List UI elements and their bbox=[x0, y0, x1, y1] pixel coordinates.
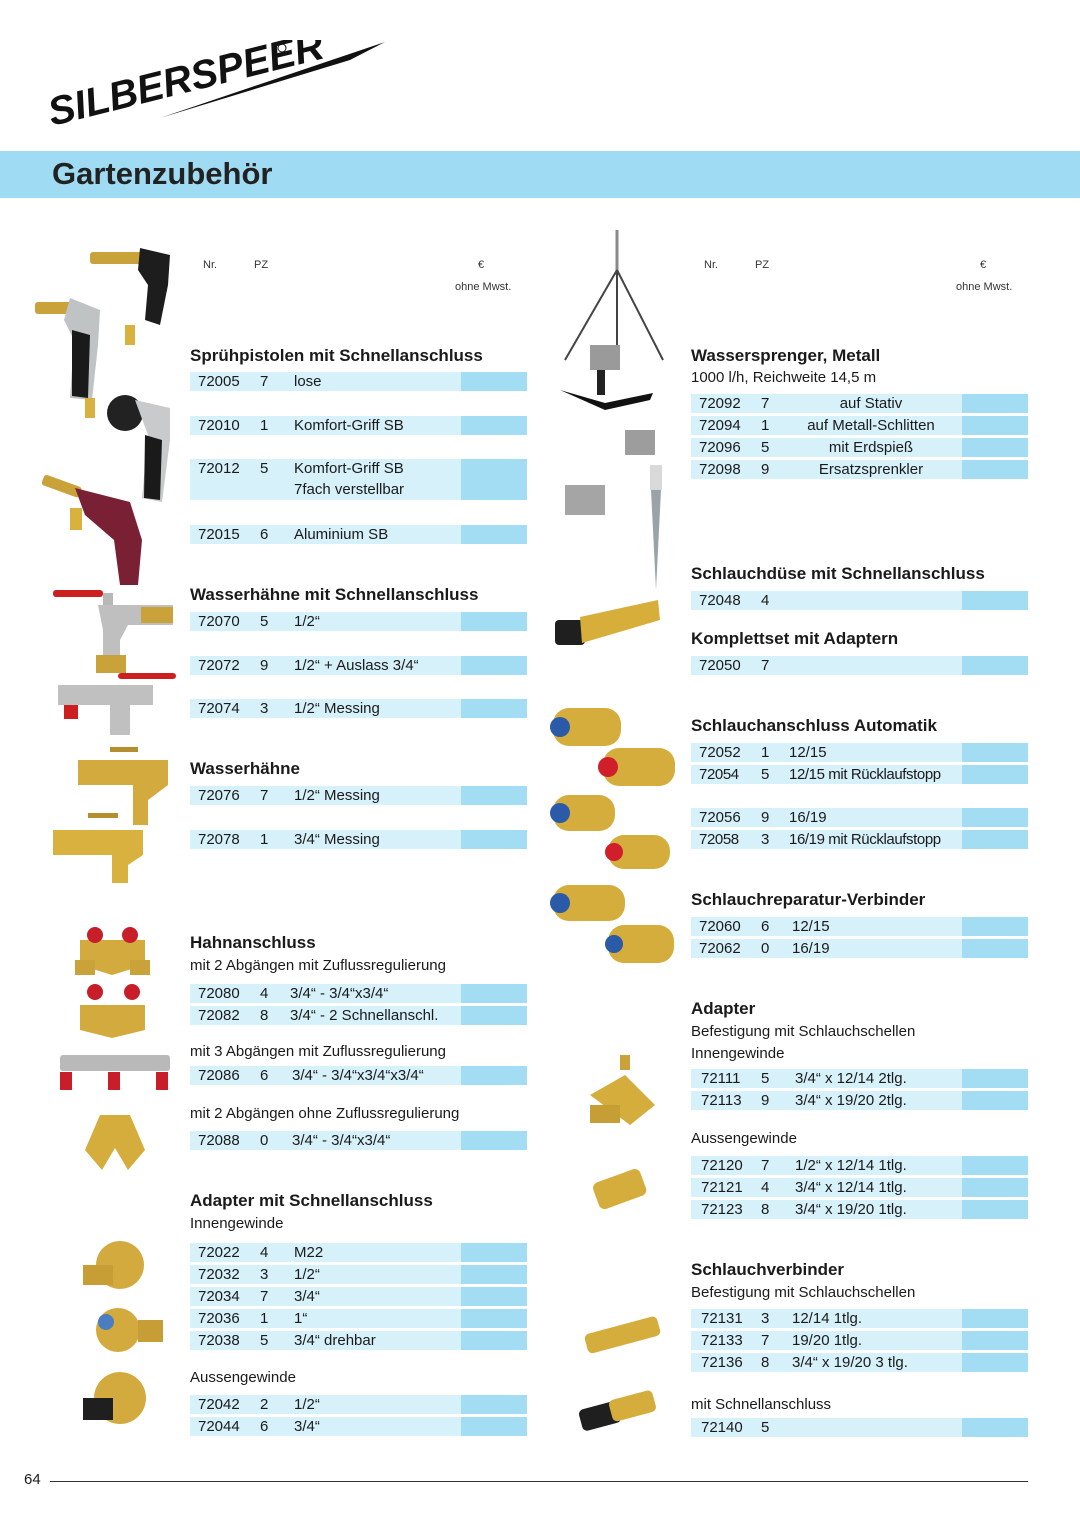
section-subtitle: Aussengewinde bbox=[691, 1130, 797, 1147]
section-title-wasserhaehne-sa: Wasserhähne mit Schnellanschluss bbox=[190, 585, 479, 604]
automatic-connector-images bbox=[550, 708, 675, 963]
section-subtitle: mit 2 Abgängen mit Zuflussregulierung bbox=[190, 957, 446, 974]
col-header-eur: € bbox=[478, 259, 485, 271]
col-header-nr: Nr. bbox=[203, 259, 218, 271]
col-header-ohne-mwst: ohne Mwst. bbox=[455, 281, 512, 293]
col-header-nr-right: Nr. bbox=[704, 259, 719, 271]
page-number: 64 bbox=[24, 1471, 41, 1488]
quick-adapter-images bbox=[83, 1241, 163, 1424]
silberspeer-logo: SILBERSPEER bbox=[50, 40, 385, 132]
section-subtitle: Innengewinde bbox=[190, 1215, 284, 1232]
hose-adapter-images bbox=[578, 1055, 661, 1431]
page-title: Gartenzubehör bbox=[52, 156, 273, 191]
col-header-ohne-mwst-right: ohne Mwst. bbox=[956, 281, 1013, 293]
section-subtitle: mit Schnellanschluss bbox=[691, 1396, 832, 1413]
section-title-wassersprenger: Wassersprenger, Metall bbox=[691, 346, 881, 365]
section-subtitle: Befestigung mit Schlauchschellen bbox=[691, 1284, 916, 1301]
section-title-komplettset: Komplettset mit Adaptern bbox=[691, 629, 899, 648]
section-title-adapter-sa: Adapter mit Schnellanschluss bbox=[190, 1191, 433, 1210]
title-banner bbox=[0, 151, 1080, 198]
col-header-eur-right: € bbox=[980, 259, 987, 271]
section-subtitle: 1000 l/h, Reichweite 14,5 m bbox=[691, 369, 877, 386]
sprinkler-images bbox=[560, 230, 664, 590]
hose-nozzle-image bbox=[555, 600, 660, 645]
section-title-wasserhaehne: Wasserhähne bbox=[190, 759, 300, 778]
section-subtitle: Aussengewinde bbox=[190, 1369, 296, 1386]
section-subtitle: Innengewinde bbox=[691, 1045, 785, 1062]
section-subtitle: mit 3 Abgängen mit Zuflussregulierung bbox=[190, 1043, 446, 1060]
tap-connector-images bbox=[60, 927, 170, 1170]
col-header-pz-right: PZ bbox=[755, 259, 770, 271]
section-title-reparatur: Schlauchreparatur-Verbinder bbox=[691, 890, 926, 909]
footer-rule bbox=[50, 1481, 1028, 1482]
section-title-adapter: Adapter bbox=[691, 999, 756, 1018]
logo-text: SILBERSPEER bbox=[50, 40, 328, 132]
section-title-automatik: Schlauchanschluss Automatik bbox=[691, 716, 937, 735]
section-title-spruehpistolen: Sprühpistolen mit Schnellanschluss bbox=[190, 346, 483, 365]
section-subtitle: Befestigung mit Schlauchschellen bbox=[691, 1023, 916, 1040]
spray-gun-images bbox=[35, 248, 170, 585]
faucet-images bbox=[53, 590, 176, 883]
section-title-schlauchduese: Schlauchdüse mit Schnellanschluss bbox=[691, 564, 985, 583]
col-header-pz: PZ bbox=[254, 259, 269, 271]
section-subtitle: mit 2 Abgängen ohne Zuflussregulierung bbox=[190, 1105, 460, 1122]
section-title-schlauchverbinder: Schlauchverbinder bbox=[691, 1260, 845, 1279]
section-title-hahnanschluss: Hahnanschluss bbox=[190, 933, 316, 952]
